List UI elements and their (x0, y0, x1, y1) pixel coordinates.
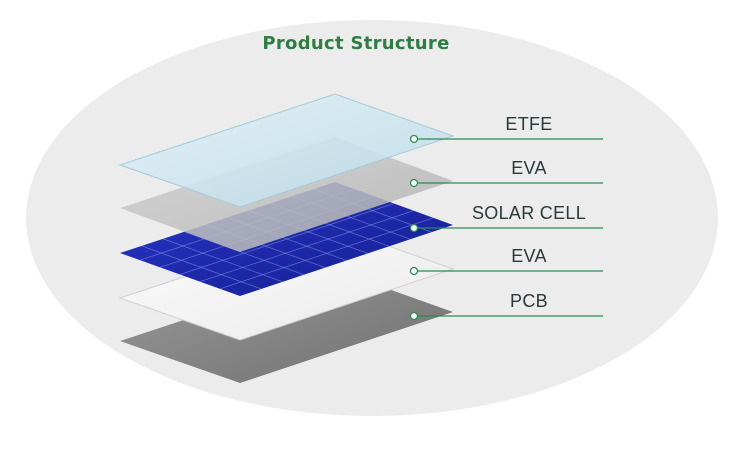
marker-dot-icon (409, 223, 419, 233)
cell-grid-line (199, 210, 414, 283)
leader-pcb (409, 311, 603, 321)
marker-dot-icon (409, 266, 419, 276)
etfe-layer (118, 93, 455, 208)
marker-dot-icon (409, 311, 419, 321)
label-etfe: ETFE (505, 114, 553, 134)
label-pcb: PCB (510, 291, 548, 311)
label-solar-cell: SOLAR CELL (471, 203, 587, 223)
pcb-layer (120, 270, 453, 383)
leader-eva-bottom (409, 266, 603, 276)
marker-dot-icon (409, 178, 419, 188)
cell-grid-line (179, 203, 395, 275)
diagram-title: Product Structure (262, 33, 450, 54)
eva-top-layer (120, 137, 453, 252)
cell-grid-line (219, 217, 434, 290)
leader-etfe (409, 134, 603, 144)
label-eva-bottom: EVA (511, 246, 547, 266)
label-eva-top: EVA (511, 158, 547, 178)
leader-eva-top (409, 178, 603, 188)
marker-dot-icon (409, 134, 419, 144)
leader-solar-cell (409, 223, 603, 233)
